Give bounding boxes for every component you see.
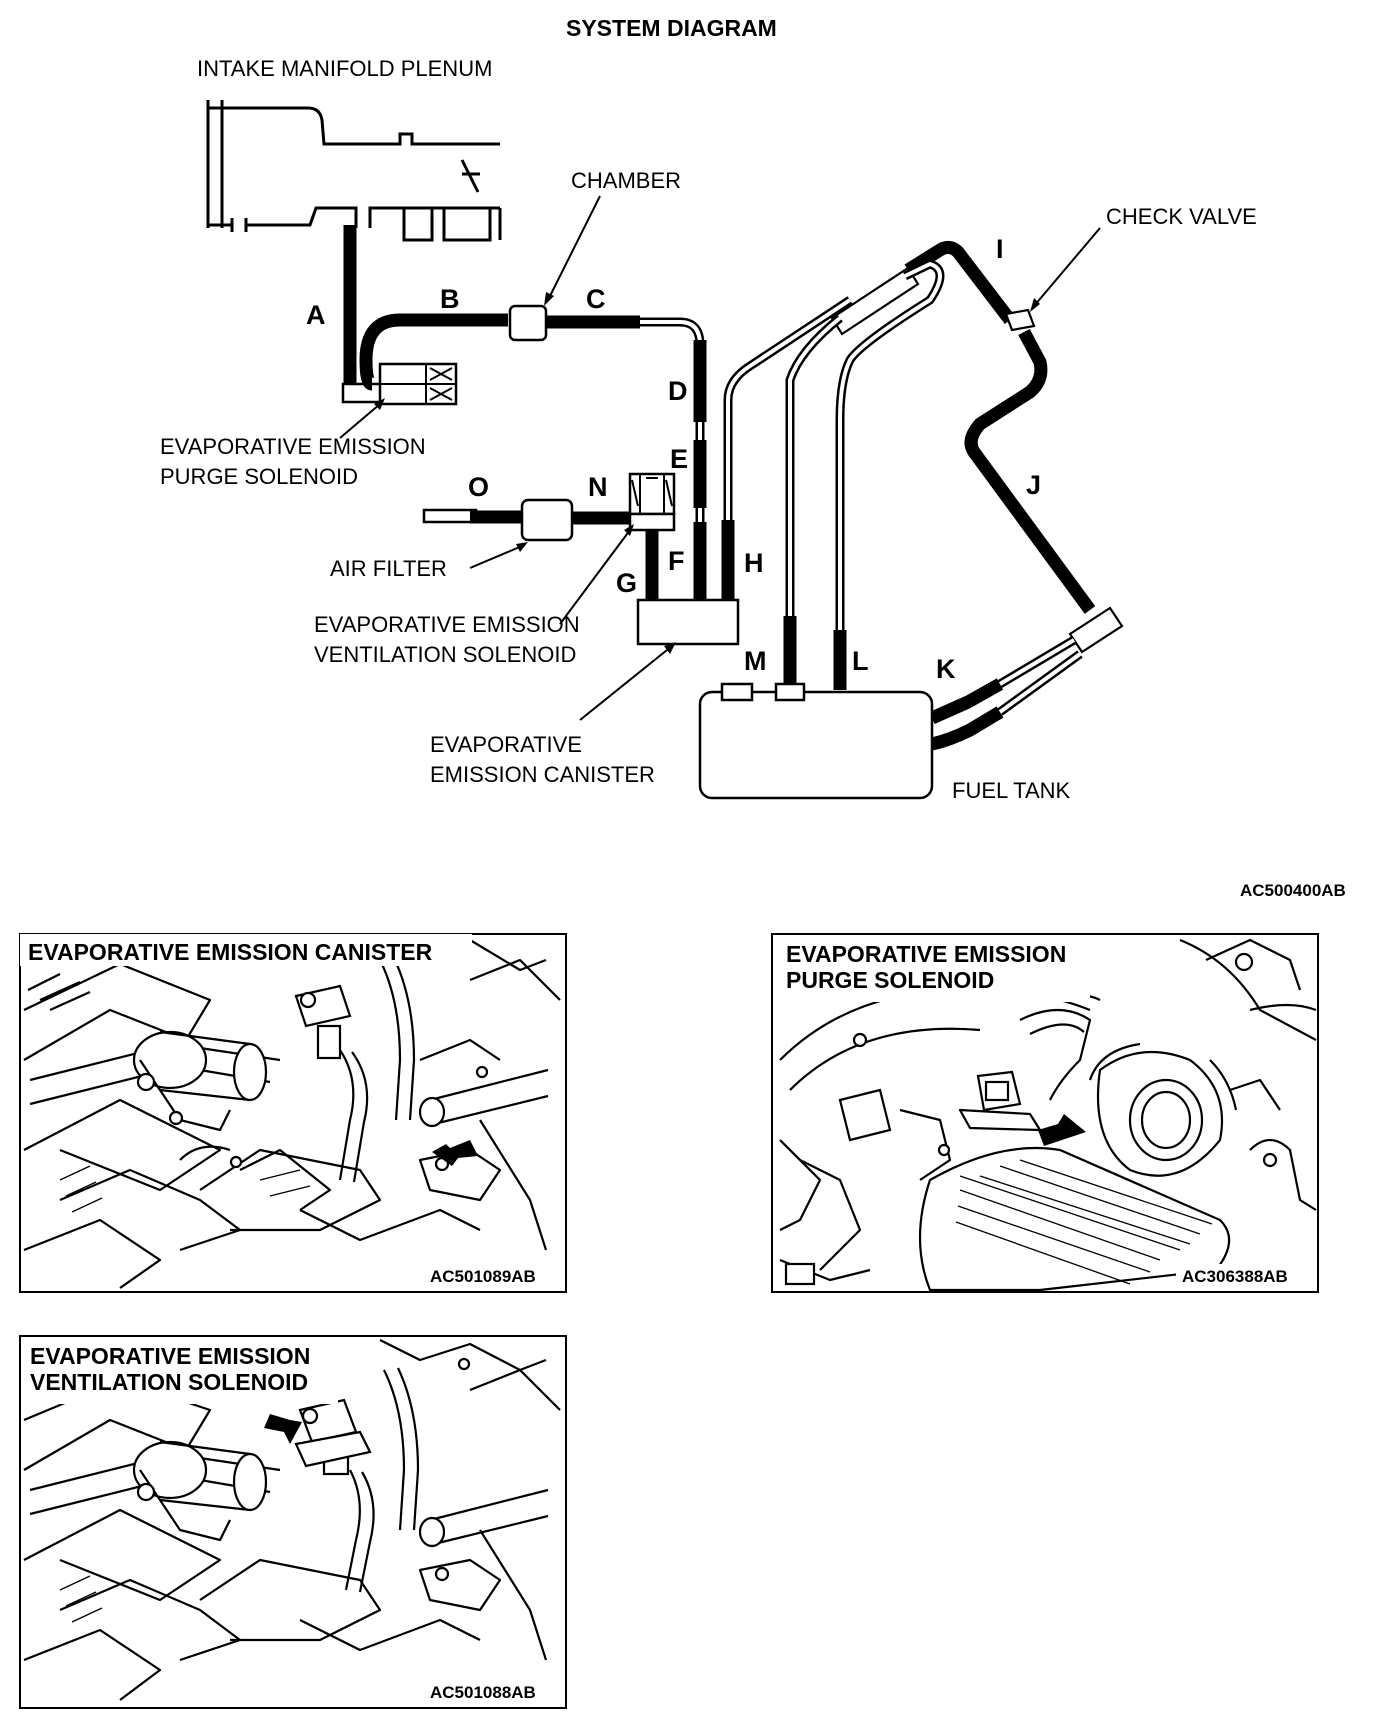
air-filter (520, 498, 574, 542)
hose-i-upper (904, 240, 1016, 324)
intake-manifold-plenum (206, 100, 502, 242)
canister-panel-title: EVAPORATIVE EMISSION CANISTER (28, 939, 433, 965)
hose-k2 (930, 706, 1004, 751)
vent-illustration (23, 1339, 561, 1701)
purge-panel-title-1: EVAPORATIVE EMISSION (786, 941, 1066, 967)
purge-illustration (779, 938, 1317, 1292)
hose-letter-c: C (586, 284, 606, 314)
hose-letter-m: M (744, 646, 767, 676)
vent-solenoid-label-2: VENTILATION SOLENOID (314, 642, 576, 667)
canister-label-1: EVAPORATIVE (430, 732, 582, 757)
hose-letter-g: G (616, 568, 637, 598)
canister-photo-panel: EVAPORATIVE EMISSION CANISTER AC501089AB (19, 933, 567, 1293)
hose-letter-l: L (852, 646, 869, 676)
hose-letter-a: A (306, 300, 326, 330)
vent-panel-code: AC501088AB (430, 1683, 536, 1702)
hose-letter-b: B (440, 284, 460, 314)
intake-manifold-label: INTAKE MANIFOLD PLENUM (197, 56, 492, 81)
hose-b (359, 313, 508, 391)
fuel-tank (698, 690, 934, 800)
hose-k (929, 678, 1004, 724)
hose-letter-j: J (1026, 470, 1041, 500)
ventilation-solenoid (628, 472, 676, 532)
hose-letter-d: D (668, 376, 688, 406)
vapor-t-joint (830, 266, 920, 336)
arrow-icon (432, 1140, 478, 1166)
hose-letter-f: F (668, 546, 685, 576)
canister-illustration (23, 937, 561, 1289)
purge-panel-code: AC306388AB (1182, 1267, 1288, 1286)
chamber (508, 304, 548, 342)
hose-j (964, 328, 1096, 614)
canister-panel-code: AC501089AB (430, 1267, 536, 1286)
purge-solenoid (378, 362, 458, 406)
vent-panel-title-1: EVAPORATIVE EMISSION (30, 1343, 310, 1369)
diagram-title: SYSTEM DIAGRAM (566, 15, 777, 41)
fuel-tank-label: FUEL TANK (952, 778, 1071, 803)
purge-solenoid-label-1: EVAPORATIVE EMISSION (160, 434, 426, 459)
hose-letter-o: O (468, 472, 489, 502)
diagram-code: AC500400AB (1240, 881, 1346, 900)
tank-fitting (1068, 606, 1124, 654)
purge-panel-title-2: PURGE SOLENOID (786, 967, 994, 993)
arrow-icon (264, 1414, 302, 1444)
chamber-label: CHAMBER (571, 168, 681, 193)
canister (636, 598, 740, 646)
check-valve (1004, 308, 1036, 332)
arrow-icon (1038, 1114, 1086, 1146)
vent-solenoid-label-1: EVAPORATIVE EMISSION (314, 612, 580, 637)
hose-letter-h: H (744, 548, 764, 578)
check-valve-label: CHECK VALVE (1106, 204, 1257, 229)
purge-photo-panel: EVAPORATIVE EMISSION PURGE SOLENOID AC30… (771, 933, 1319, 1293)
hose-letter-n: N (588, 472, 608, 502)
hose-letter-i: I (996, 234, 1004, 264)
hose-letter-k: K (936, 654, 956, 684)
canister-label-2: EMISSION CANISTER (430, 762, 655, 787)
hose-letter-e: E (670, 444, 688, 474)
air-filter-label: AIR FILTER (330, 556, 447, 581)
vent-panel-title-2: VENTILATION SOLENOID (30, 1369, 308, 1395)
throttle-valve-icon (460, 159, 480, 193)
leader-lines (339, 195, 1101, 721)
vent-photo-panel: EVAPORATIVE EMISSION VENTILATION SOLENOI… (19, 1335, 567, 1709)
purge-solenoid-label-2: PURGE SOLENOID (160, 464, 358, 489)
